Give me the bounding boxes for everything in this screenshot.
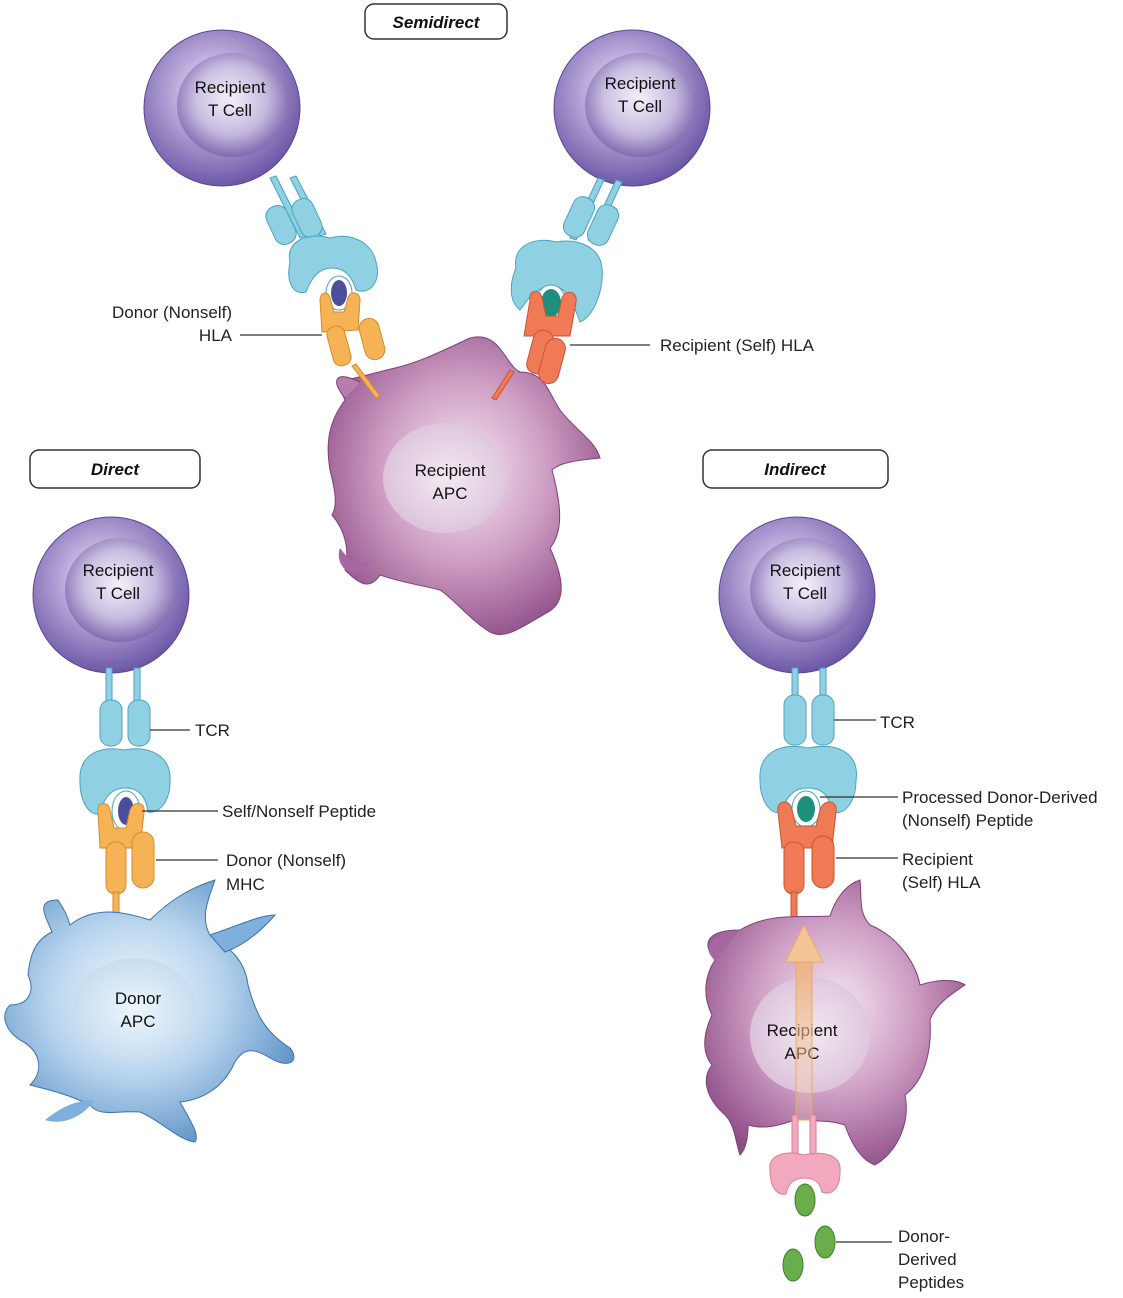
processed-peptide-callout-line1: Processed Donor-Derived xyxy=(902,788,1098,807)
donor-peptides-callout-line1: Donor- xyxy=(898,1227,950,1246)
direct-apc-label-line1: Donor xyxy=(115,989,162,1008)
indirect-title: Indirect xyxy=(764,460,827,479)
semidirect-recipient-apc: Recipient APC xyxy=(327,336,601,636)
indirect-tcr xyxy=(759,667,857,814)
indirect-pathway: Indirect Recipient T Cell Recipient xyxy=(702,449,1098,1292)
recipient-hla-indirect-callout-line2: (Self) HLA xyxy=(902,873,981,892)
semidirect-pathway: Recipient APC Recipient T Cell xyxy=(112,3,815,636)
indirect-recipient-apc: Recipient APC xyxy=(704,879,966,1166)
direct-apc-label-line2: APC xyxy=(121,1012,156,1031)
donor-hla-callout-line1: Donor (Nonself) xyxy=(112,303,232,322)
semidirect-tcr-right xyxy=(510,177,623,323)
direct-tcell-label-line1: Recipient xyxy=(83,561,154,580)
self-nonself-peptide-callout: Self/Nonself Peptide xyxy=(222,802,376,821)
direct-tcr xyxy=(79,667,171,815)
indirect-processing-arrow xyxy=(784,923,824,1121)
donor-peptides-callout-line3: Peptides xyxy=(898,1273,964,1292)
semidirect-tcell-left: Recipient T Cell xyxy=(143,29,301,187)
donor-hla-callout-line2: HLA xyxy=(199,326,233,345)
direct-tcr-callout: TCR xyxy=(195,721,230,740)
donor-peptides-callout-line2: Derived xyxy=(898,1250,957,1269)
indirect-recipient-tcell: Recipient T Cell xyxy=(718,516,876,674)
donor-mhc-callout-line2: MHC xyxy=(226,875,265,894)
semidirect-apc-label-line2: APC xyxy=(433,484,468,503)
donor-derived-peptides xyxy=(782,1183,836,1282)
semidirect-tcell-left-label-line1: Recipient xyxy=(195,78,266,97)
direct-donor-apc: Donor APC xyxy=(4,879,295,1143)
direct-donor-mhc xyxy=(97,803,155,927)
semidirect-title: Semidirect xyxy=(393,13,481,32)
processed-donor-peptide xyxy=(797,796,815,822)
indirect-recipient-hla xyxy=(777,801,837,923)
semidirect-tcr-left xyxy=(265,175,378,294)
indirect-tcell-label-line1: Recipient xyxy=(770,561,841,580)
indirect-tcr-callout: TCR xyxy=(880,713,915,732)
indirect-uptake-receptor xyxy=(769,1114,841,1195)
semidirect-tcell-right-label-line2: T Cell xyxy=(618,97,662,116)
semidirect-donor-hla xyxy=(319,292,386,399)
semidirect-title-box xyxy=(364,3,508,40)
processed-peptide-callout-line2: (Nonself) Peptide xyxy=(902,811,1033,830)
semidirect-tcell-right: Recipient T Cell xyxy=(553,29,711,187)
semidirect-recipient-hla xyxy=(491,291,577,401)
semidirect-nonself-peptide xyxy=(331,280,347,306)
direct-recipient-tcell: Recipient T Cell xyxy=(32,516,190,674)
semidirect-tcell-left-label-line2: T Cell xyxy=(208,101,252,120)
indirect-tcell-label-line2: T Cell xyxy=(783,584,827,603)
semidirect-apc-label-line1: Recipient xyxy=(415,461,486,480)
recipient-self-hla-callout: Recipient (Self) HLA xyxy=(660,336,815,355)
direct-tcell-label-line2: T Cell xyxy=(96,584,140,603)
indirect-title-box xyxy=(702,449,889,489)
donor-mhc-callout-line1: Donor (Nonself) xyxy=(226,851,346,870)
direct-title: Direct xyxy=(91,460,141,479)
direct-title-box xyxy=(29,449,201,489)
semidirect-tcell-right-label-line1: Recipient xyxy=(605,74,676,93)
direct-pathway: Direct Recipient T Cell Donor xyxy=(4,449,376,1143)
recipient-hla-indirect-callout-line1: Recipient xyxy=(902,850,973,869)
semidirect-self-peptide xyxy=(541,289,561,317)
